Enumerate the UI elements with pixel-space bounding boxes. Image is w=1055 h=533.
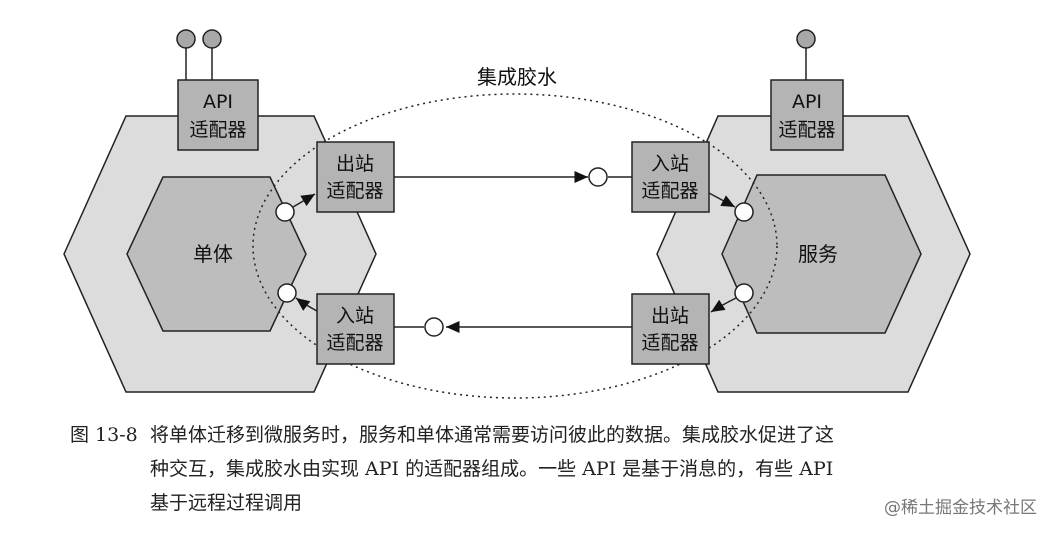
service-api-port	[796, 29, 816, 49]
monolith-api-adapter	[177, 79, 259, 151]
monolith-inbound-adapter-line2: 适配器	[326, 332, 383, 354]
caption-line-2: 种交互，集成胶水由实现 API 的适配器组成。一些 API 是基于消息的，有些 …	[150, 458, 834, 480]
monolith-inbound-port	[424, 317, 444, 337]
monolith-outbound-arrow	[292, 193, 316, 208]
service-outbound-port	[734, 283, 754, 303]
monolith-inbound-arrow	[295, 297, 318, 312]
service-api-adapter	[770, 79, 844, 151]
monolith-label: 单体	[193, 242, 233, 266]
monolith-api-adapter-line2: 适配器	[189, 119, 246, 141]
monolith-inner-hexagon	[126, 176, 307, 332]
monolith-internal-inbound-port	[277, 283, 297, 303]
watermark: @稀土掘金技术社区	[884, 498, 1037, 518]
monolith-outbound-adapter-line2: 适配器	[326, 180, 383, 202]
service-inbound-adapter-line1: 入站	[651, 153, 689, 175]
integration-glue-label: 集成胶水	[477, 65, 557, 89]
service-inbound-adapter-line2: 适配器	[641, 180, 698, 202]
service-outbound-adapter-line1: 出站	[651, 305, 689, 327]
integration-glue-ellipse	[252, 93, 778, 399]
architecture-diagram: 单体 服务 集成胶水 API 适配器 API 适配器 出站 适配器 入站 适配器…	[63, 29, 971, 399]
monolith-api-adapter-line1: API	[203, 91, 233, 113]
service-outbound-arrow	[710, 297, 737, 313]
figure-number: 图 13-8	[70, 424, 138, 446]
service-outbound-adapter-line2: 适配器	[641, 332, 698, 354]
service-label: 服务	[798, 242, 838, 266]
monolith-outbound-adapter-line1: 出站	[336, 153, 374, 175]
monolith-api-port-1	[176, 29, 196, 49]
service-internal-inbound-port	[734, 202, 754, 222]
monolith-outbound-port	[275, 202, 295, 222]
service-inbound-port	[588, 167, 608, 187]
service-inbound-arrow	[708, 192, 736, 208]
monolith-inbound-adapter	[316, 293, 395, 365]
caption-line-3: 基于远程过程调用	[150, 492, 303, 514]
caption-line-1: 将单体迁移到微服务时，服务和单体通常需要访问彼此的数据。集成胶水促进了这	[150, 424, 835, 446]
service-api-adapter-line1: API	[792, 91, 822, 113]
service-inbound-adapter	[631, 141, 710, 213]
monolith-inbound-adapter-line1: 入站	[336, 305, 374, 327]
service-api-adapter-line2: 适配器	[778, 119, 835, 141]
monolith-outbound-adapter	[316, 141, 395, 213]
monolith-api-port-2	[202, 29, 222, 49]
service-outbound-adapter	[631, 293, 710, 365]
